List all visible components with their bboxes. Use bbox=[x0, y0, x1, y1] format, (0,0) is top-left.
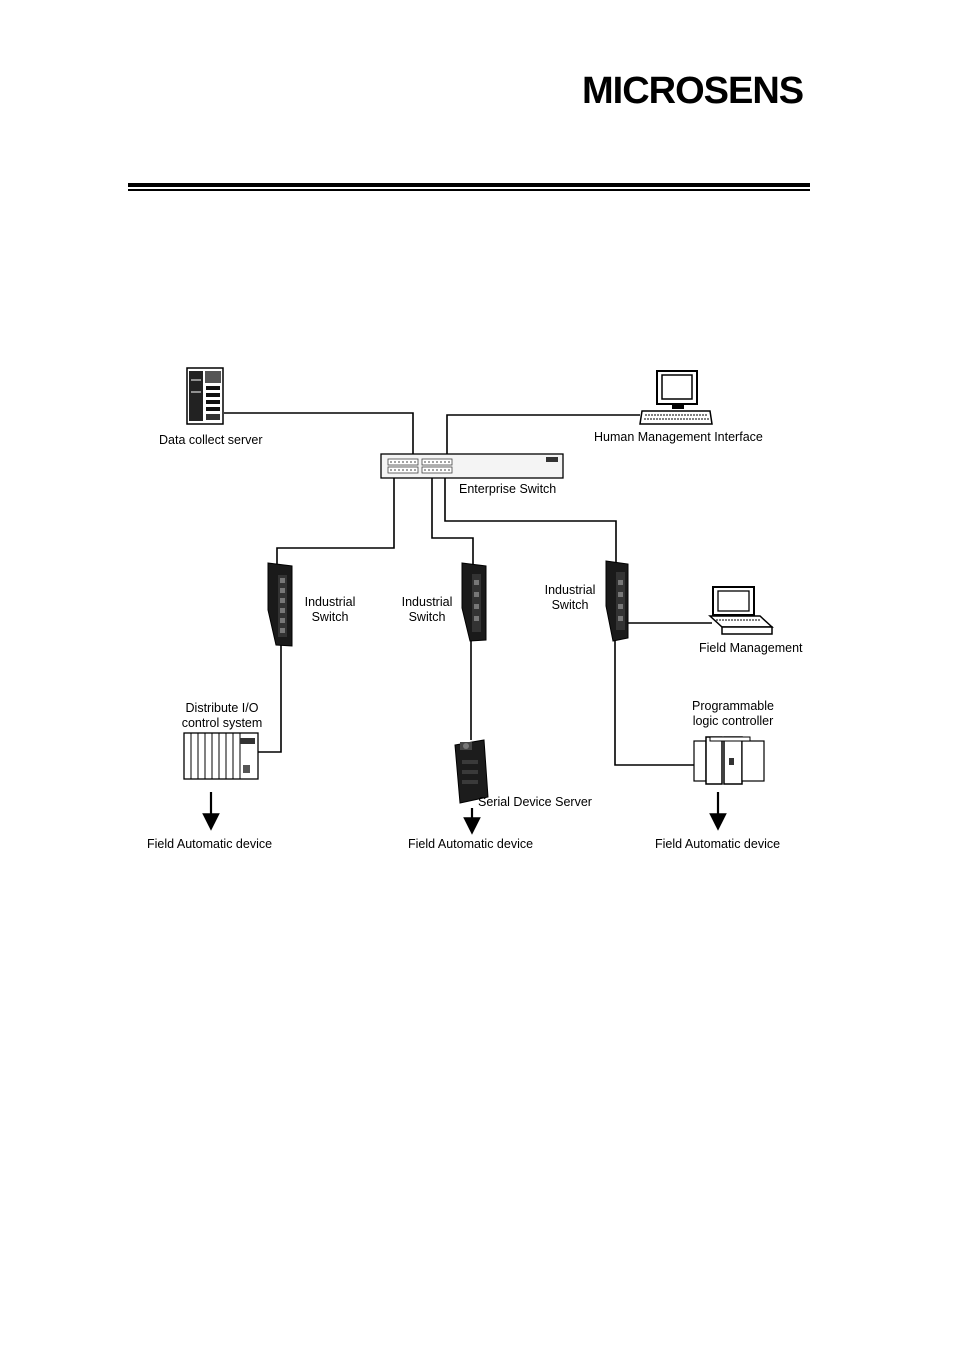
link-hmi-enterprise bbox=[446, 414, 640, 454]
link-industrial-left-io bbox=[258, 645, 282, 753]
label-line: Industrial bbox=[304, 595, 356, 609]
computer-icon bbox=[639, 370, 713, 425]
label-serial-device-server: Serial Device Server bbox=[478, 795, 592, 809]
label-line: Programmable bbox=[692, 699, 774, 713]
label-data-collect-server: Data collect server bbox=[159, 433, 263, 447]
enterprise-switch-icon bbox=[380, 453, 564, 479]
label-line: Switch bbox=[311, 610, 349, 624]
plc-icon bbox=[693, 736, 765, 785]
label-distribute-io: Distribute I/O control system bbox=[172, 701, 272, 731]
label-enterprise-switch: Enterprise Switch bbox=[459, 482, 557, 496]
link-enterprise-industrial-left bbox=[276, 478, 395, 565]
label-field-device-left: Field Automatic device bbox=[147, 837, 273, 851]
label-line: control system bbox=[181, 716, 263, 730]
industrial-switch-mid-icon bbox=[461, 562, 487, 642]
laptop-icon bbox=[708, 586, 774, 635]
link-enterprise-industrial-mid bbox=[431, 478, 474, 565]
label-line: Industrial bbox=[544, 583, 596, 597]
header-rule-thin bbox=[128, 189, 810, 191]
link-enterprise-industrial-right bbox=[444, 478, 617, 563]
industrial-switch-left-icon bbox=[267, 562, 293, 647]
link-server-enterprise bbox=[224, 412, 414, 454]
label-industrial-switch-left: Industrial Switch bbox=[296, 595, 364, 625]
label-line: Distribute I/O bbox=[185, 701, 259, 715]
label-field-management: Field Management bbox=[699, 641, 803, 655]
label-field-device-mid: Field Automatic device bbox=[408, 837, 534, 851]
header-rule bbox=[128, 183, 810, 187]
connection-lines bbox=[224, 412, 712, 766]
label-human-management-interface: Human Management Interface bbox=[594, 430, 763, 444]
label-field-device-right: Field Automatic device bbox=[655, 837, 781, 851]
industrial-switch-right-icon bbox=[605, 560, 629, 642]
link-industrial-right-plc bbox=[614, 640, 694, 766]
serial-device-server-icon bbox=[454, 739, 489, 804]
label-line: Industrial bbox=[401, 595, 453, 609]
microsens-logo: MICROSENS bbox=[582, 70, 804, 112]
field-arrows bbox=[202, 792, 727, 835]
label-line: logic controller bbox=[692, 714, 774, 728]
label-industrial-switch-right: Industrial Switch bbox=[536, 583, 604, 613]
label-industrial-switch-mid: Industrial Switch bbox=[393, 595, 461, 625]
label-line: Switch bbox=[551, 598, 589, 612]
server-icon bbox=[186, 367, 224, 425]
io-system-icon bbox=[183, 732, 259, 780]
label-line: Switch bbox=[408, 610, 446, 624]
label-plc: Programmable logic controller bbox=[678, 699, 788, 729]
